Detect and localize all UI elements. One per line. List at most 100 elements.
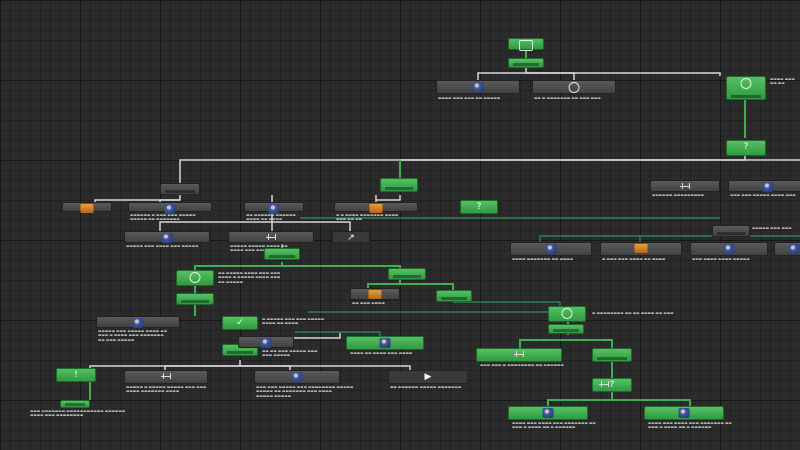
task-icon (80, 204, 94, 213)
check-icon: ✓ (236, 318, 244, 328)
root-selector-node[interactable] (508, 58, 544, 68)
task-icon (368, 290, 382, 299)
arrow-icon: ↗ (347, 233, 355, 243)
loop-node-1[interactable] (726, 76, 766, 100)
action-node-d3[interactable] (690, 242, 768, 256)
caption: ▬▬▬▬ ▬▬▬▬▬ ▬▬ (770, 77, 795, 86)
caption: ▬▬▬▬ ▬▬▬ ▬▬▬▬ ▬▬▬ ▬▬▬▬▬▬▬ ▬▬▬▬▬ ▬ ▬▬▬▬ ▬… (512, 421, 596, 430)
caption: ▬▬▬ ▬▬▬▬▬▬▬ ▬▬▬▬▬▬▬▬▬▬▬ ▬▬▬▬▬▬▬▬▬▬ ▬▬▬ ▬… (30, 409, 126, 418)
action-node-d1[interactable] (510, 242, 592, 256)
action-node-c1[interactable] (124, 231, 210, 243)
fork-node-r1[interactable] (650, 180, 720, 192)
caption: ▬▬▬ ▬▬▬ ▬▬▬▬▬ ▬▬▬▬ ▬▬▬ (730, 193, 796, 197)
person-icon (678, 408, 690, 418)
person-icon (545, 244, 557, 254)
caption: ▬▬ ▬▬ ▬▬▬ ▬▬▬▬▬ ▬▬▬▬▬▬ ▬▬▬▬▬ (262, 349, 318, 358)
caption: ▬▬▬▬▬ ▬▬▬ ▬▬▬ (752, 226, 792, 230)
caption: ▬▬▬▬▬ ▬ ▬▬▬▬▬ ▬▬▬▬▬ ▬▬▬ ▬▬▬▬▬▬▬ ▬▬▬▬▬▬▬ … (126, 385, 207, 394)
caption: ▬▬▬▬ ▬▬▬ ▬▬▬ ▬▬ ▬▬▬▬▬ (438, 96, 501, 100)
question-node-h3[interactable]: ? (592, 378, 632, 392)
action-node-i2[interactable] (254, 370, 340, 384)
loop-icon (561, 308, 573, 319)
question-icon: ? (743, 142, 749, 152)
sequence-node-h2[interactable] (592, 348, 632, 362)
parallel-icon (513, 350, 525, 359)
person-icon (164, 204, 176, 214)
person-icon (472, 82, 484, 92)
fork-node-c2[interactable] (228, 231, 314, 243)
caption: ▬▬▬ ▬▬▬ ▬ ▬▬▬▬▬▬▬▬ ▬▬ ▬▬▬▬▬▬ (480, 363, 564, 367)
caption: ▬▬▬▬ ▬▬▬ ▬▬▬▬ ▬▬▬ ▬▬▬▬▬▬▬ ▬▬▬▬▬ ▬ ▬▬▬▬ ▬… (648, 421, 732, 430)
sequence-node-2m[interactable] (380, 178, 418, 192)
loop-node-2[interactable] (176, 270, 214, 286)
task-node-b4[interactable] (334, 202, 418, 213)
caption: ▬ ▬▬▬▬▬ ▬▬▬ ▬▬▬ ▬▬▬▬▬▬▬▬▬ ▬▬ ▬▬▬▬ (262, 317, 325, 326)
caption: ▬▬▬▬▬▬ ▬ ▬▬▬ ▬▬▬ ▬▬▬▬▬▬▬▬▬▬ ▬▬ ▬▬▬▬▬▬▬ (130, 213, 196, 222)
sequence-node-e4[interactable] (436, 290, 472, 302)
parallel-node-i1[interactable] (124, 370, 208, 384)
sequence-node-q2r[interactable] (712, 225, 750, 237)
action-node-b2[interactable] (128, 202, 212, 214)
caption: ▬ ▬▬▬ ▬▬▬ ▬▬▬▬ ▬▬ ▬▬▬▬ (602, 257, 666, 261)
action-node-a1[interactable] (436, 80, 520, 94)
play-icon: ▶ (424, 372, 432, 382)
task-icon (369, 204, 383, 213)
check-node[interactable]: ✓ (222, 316, 258, 330)
action-node-b3[interactable] (244, 202, 304, 214)
question-icon: ? (476, 202, 482, 212)
caption: ▬▬ ▬▬▬▬▬▬ ▬▬▬▬▬ ▬▬▬▬▬▬▬ (390, 385, 462, 389)
caption: ▬ ▬ ▬▬▬▬ ▬▬▬▬▬▬▬ ▬▬▬▬▬▬▬ ▬▬ ▬▬ (336, 213, 399, 222)
action-node-g1[interactable] (238, 336, 294, 348)
parallel-node-h1[interactable] (476, 348, 562, 362)
loop-node-3[interactable] (548, 306, 586, 322)
sequence-node-ex2[interactable] (60, 400, 90, 408)
fork-icon (598, 380, 610, 389)
person-icon (268, 204, 280, 214)
caption: ▬▬ ▬▬▬ ▬▬▬▬ (352, 301, 385, 305)
person-icon (379, 338, 391, 348)
caption: ▬▬▬▬▬▬ ▬▬▬▬▬▬▬▬▬ (652, 193, 705, 197)
person-icon (762, 182, 774, 192)
parallel-node-2l[interactable] (160, 183, 200, 195)
task-icon (634, 244, 648, 253)
action-node-j1[interactable] (508, 406, 588, 420)
sequence-node-h0[interactable] (548, 324, 584, 334)
task-node-b1[interactable] (62, 202, 112, 213)
action-node-j2[interactable] (644, 406, 724, 420)
caption: ▬▬▬ ▬▬▬▬ ▬▬▬▬ ▬▬▬▬▬ (692, 257, 750, 261)
wait-icon (568, 82, 580, 93)
task-node-e3[interactable] (350, 288, 400, 300)
action-node-r2[interactable] (728, 180, 800, 192)
person-icon (291, 372, 303, 382)
action-node-f2[interactable] (96, 316, 180, 328)
fork-icon (679, 182, 691, 191)
task-node-d2[interactable] (600, 242, 682, 256)
sequence-node-3[interactable] (264, 248, 300, 260)
caption: ▬▬▬▬▬ ▬▬▬ ▬▬▬▬ ▬▬▬ ▬▬▬▬▬ (126, 244, 199, 248)
caption: ▬▬ ▬▬▬▬▬ ▬▬▬▬ ▬▬▬ ▬▬▬▬▬▬▬ ▬ ▬▬▬▬▬ ▬▬▬▬ ▬… (218, 271, 281, 284)
alert-node[interactable]: ! (56, 368, 96, 382)
play-node-i3[interactable]: ▶ (388, 370, 468, 384)
caption: ▬▬ ▬▬▬▬▬▬ ▬▬▬▬▬▬▬▬▬▬ ▬▬ ▬▬▬▬ (246, 213, 296, 222)
sequence-node-f1[interactable] (176, 293, 214, 305)
parallel-icon (160, 372, 172, 381)
person-icon (132, 318, 144, 328)
fork-icon (265, 233, 277, 242)
arrow-node-c3[interactable]: ↗ (332, 231, 370, 243)
caption: ▬ ▬▬▬▬▬▬▬▬ ▬▬ ▬▬ ▬▬▬▬ ▬▬ ▬▬▬ (592, 311, 674, 315)
person-icon (260, 338, 272, 348)
root-node[interactable] (508, 38, 544, 51)
caption: ▬▬▬▬▬ ▬▬▬ ▬▬▬▬▬ ▬▬▬▬ ▬▬▬▬▬ ▬ ▬▬▬▬ ▬▬▬ ▬▬… (98, 329, 168, 342)
question-node-2q[interactable]: ? (460, 200, 498, 214)
person-icon (542, 408, 554, 418)
sequence-node-e2[interactable] (388, 268, 426, 280)
question-node-1[interactable]: ? (726, 140, 766, 156)
action-node-d4[interactable] (774, 242, 800, 256)
person-icon (788, 244, 800, 254)
task-node-g2[interactable] (346, 336, 424, 350)
question-icon: ? (609, 380, 615, 390)
caption: ▬▬▬▬ ▬▬ ▬▬▬▬ ▬▬▬ ▬▬▬▬ (350, 351, 413, 355)
caption: ▬▬▬ ▬▬▬ ▬▬▬▬▬ ▬▬▬ ▬▬▬▬▬▬▬▬ ▬▬▬▬▬▬▬▬▬▬ ▬▬… (256, 385, 354, 398)
action-node-a2[interactable] (532, 80, 616, 94)
